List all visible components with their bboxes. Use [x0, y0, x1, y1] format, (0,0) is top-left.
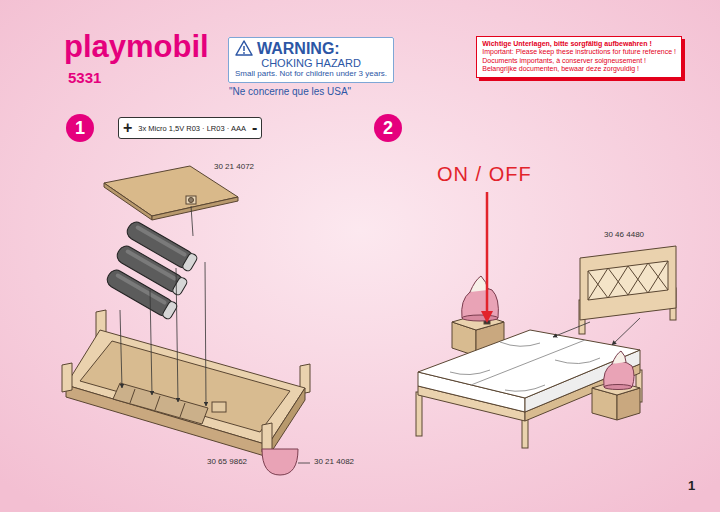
lamp: [262, 449, 298, 475]
nightstand: [592, 381, 640, 420]
step-number: 1: [66, 114, 94, 142]
warning-heading: WARNING:: [235, 40, 387, 57]
step-circle-shape: [374, 114, 402, 142]
notice-text: Documents importants, à conserver soigne…: [482, 57, 676, 65]
page-number: 1: [688, 479, 695, 493]
battery-spec: 3x Micro 1,5V R03 · LR03 · AAA: [138, 124, 246, 133]
leader-line: [298, 463, 310, 464]
lamp: [604, 351, 634, 390]
notice-box: Wichtige Unterlagen, bitte sorgfältig au…: [476, 36, 682, 78]
step-number-text: 1: [66, 114, 94, 142]
part-number: 30 21 4072: [214, 163, 254, 172]
part-number: 30 46 4480: [604, 231, 644, 240]
bed-frame-underside: [62, 310, 310, 457]
assembly-arrows: [553, 318, 640, 345]
bed: [416, 330, 642, 448]
polarity-sign: -: [252, 120, 257, 136]
warning-text: Small parts. Not for children under 3 ye…: [235, 69, 387, 79]
notice-text: Belangrijke documenten, bewaar deze zorg…: [482, 65, 676, 73]
notice-heading: Wichtige Unterlagen, bitte sorgfältig au…: [482, 40, 676, 48]
warning-box: WARNING:CHOKING HAZARDSmall parts. Not f…: [228, 37, 394, 83]
part-number: 30 65 9862: [207, 458, 247, 467]
lamp: [462, 276, 499, 321]
part-number: 30 21 4082: [314, 458, 354, 467]
battery-label: +3x Micro 1,5V R03 · LR03 · AAA-: [118, 117, 262, 139]
switch-arrow: [481, 192, 493, 323]
step-number-text: 2: [374, 114, 402, 142]
set-number: 5331: [68, 70, 101, 87]
warning-triangle: [236, 41, 252, 55]
switch-label: ON / OFF: [437, 163, 532, 185]
step-number: 2: [374, 114, 402, 142]
batteries: [104, 219, 198, 320]
polarity-sign: +: [123, 120, 132, 136]
headboard: [579, 246, 676, 334]
notice-text: Important: Please keep these instruction…: [482, 48, 676, 56]
warning-subheading: CHOKING HAZARD: [235, 57, 387, 69]
battery-cover: [104, 166, 238, 220]
step-circle-shape: [66, 114, 94, 142]
warning-ground: [228, 37, 394, 83]
brand-logo: playmobil: [64, 31, 209, 62]
assembly-arrows: [120, 206, 206, 406]
warning-note: "Ne concerne que les USA": [229, 86, 351, 97]
